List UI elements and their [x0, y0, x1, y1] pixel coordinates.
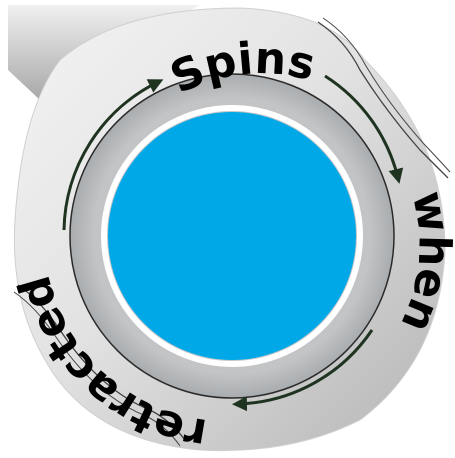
- center-disk: [108, 112, 356, 360]
